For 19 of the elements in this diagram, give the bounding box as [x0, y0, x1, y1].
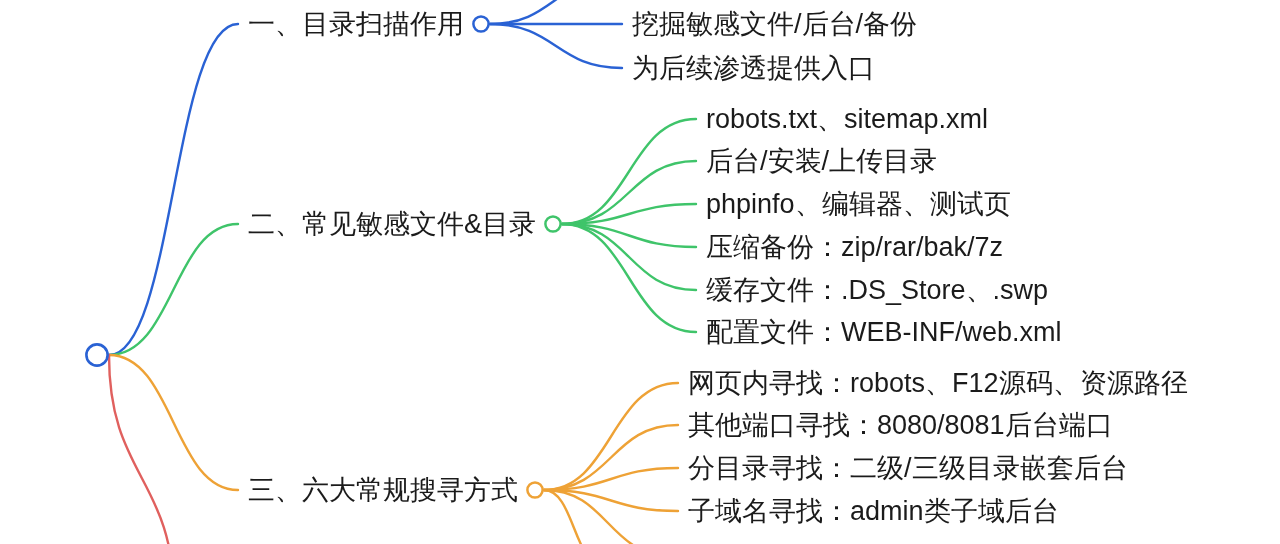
branch-label: 其他端口寻找：8080/8081后台端口 — [687, 409, 1113, 442]
branch-label: 挖掘敏感文件/后台/备份 — [631, 8, 917, 41]
branch-line — [488, 22, 624, 70]
branch-label: 为后续渗透提供入口 — [631, 52, 875, 85]
branch-label: 后台/安装/上传目录 — [705, 145, 937, 178]
branch-label: 网页内寻找：robots、F12源码、资源路径 — [687, 367, 1188, 400]
branch-line — [107, 353, 240, 492]
topic-label: 一、目录扫描作用 — [247, 8, 464, 41]
branch-label: 分目录寻找：二级/三级目录嵌套后台 — [687, 452, 1128, 485]
branch-label: phpinfo、编辑器、测试页 — [705, 188, 1011, 221]
branch-label: 子域名寻找：admin类子域后台 — [687, 495, 1059, 528]
branch-label: robots.txt、sitemap.xml — [705, 103, 989, 136]
branch-label: 缓存文件：.DS_Store、.swp — [705, 274, 1049, 307]
branch-label: 压缩备份：zip/rar/bak/7z — [705, 231, 1004, 264]
topic-label: 三、六大常规搜寻方式 — [247, 474, 518, 507]
branch-label: 配置文件：WEB-INF/web.xml — [705, 316, 1062, 349]
topic-label: 二、常见敏感文件&目录 — [247, 208, 536, 241]
branch-line — [560, 222, 698, 334]
root-circle — [85, 343, 109, 367]
